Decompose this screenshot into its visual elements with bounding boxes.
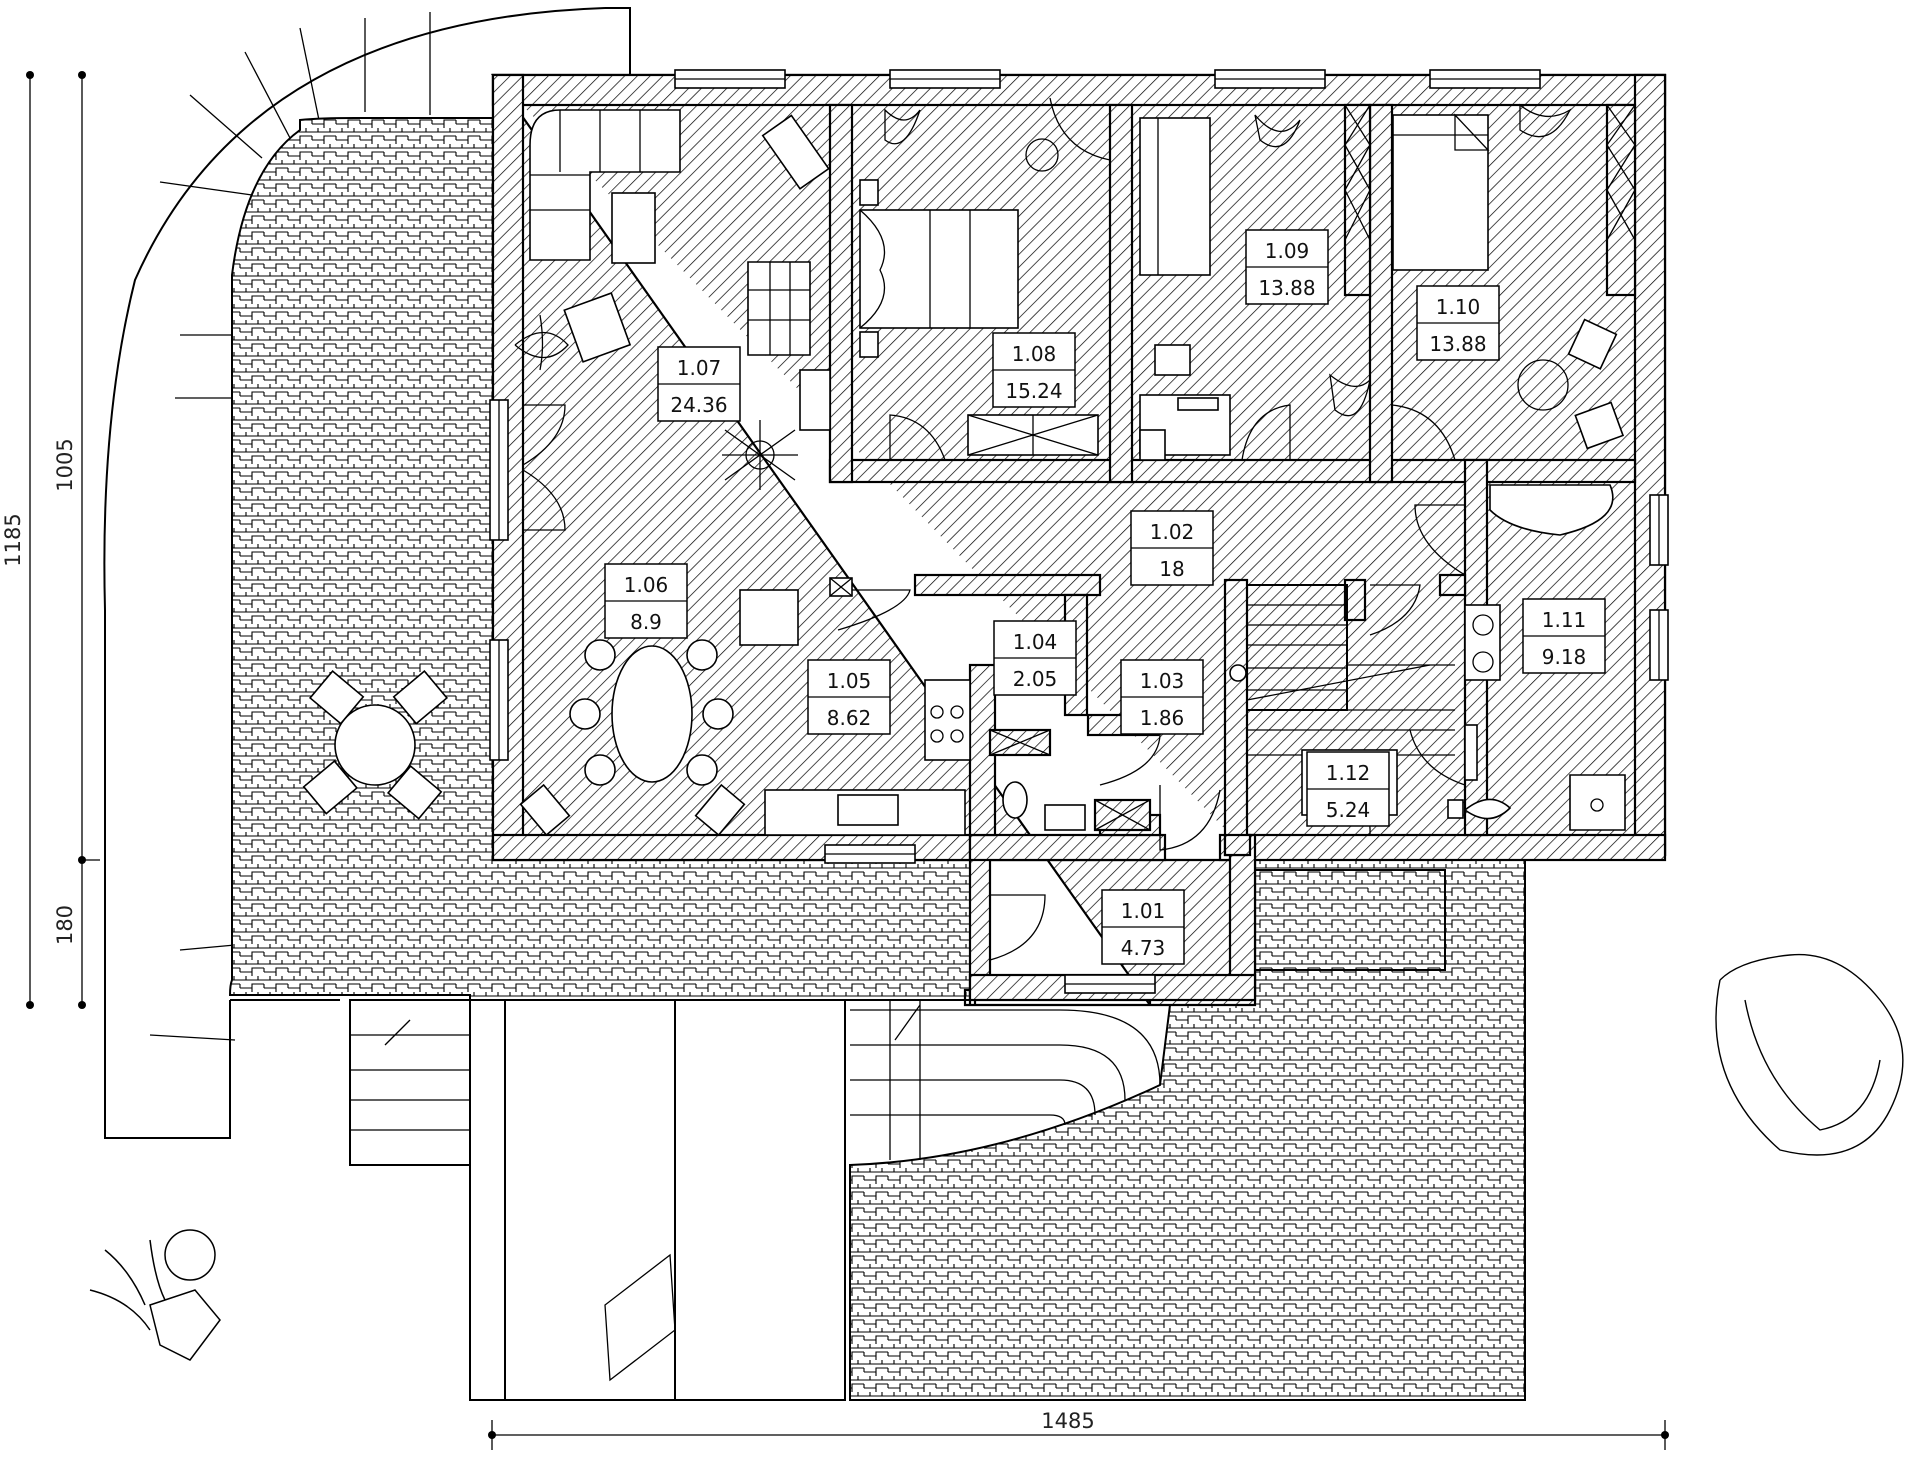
room-label-104: 1.04 2.05 <box>993 620 1077 696</box>
dim-total-width: 1485 <box>1041 1409 1094 1433</box>
room-id: 1.03 <box>1140 669 1185 693</box>
doors <box>522 404 1466 961</box>
room-label-105: 1.05 8.62 <box>807 659 891 735</box>
entrance-pavement <box>849 859 1526 1401</box>
room-id: 1.12 <box>1326 761 1371 785</box>
room-area: 8.9 <box>630 610 662 634</box>
room-label-106: 1.06 8.9 <box>604 563 688 639</box>
room-id: 1.07 <box>677 356 722 380</box>
room-id: 1.08 <box>1012 342 1057 366</box>
room-id: 1.01 <box>1121 899 1166 923</box>
dim-house-depth: 1005 <box>53 438 77 491</box>
lower-structures <box>349 999 1161 1401</box>
dining-furniture <box>519 577 971 837</box>
room-label-111: 1.11 9.18 <box>1522 598 1606 674</box>
curved-staircase <box>103 7 631 1139</box>
room-label-101: 1.01 4.73 <box>1101 889 1185 965</box>
bathroom-111-fixtures <box>1447 484 1626 831</box>
dimension-lines <box>26 71 1669 1450</box>
room-area: 13.88 <box>1258 276 1315 300</box>
room-area: 5.24 <box>1326 798 1371 822</box>
room-id: 1.06 <box>624 573 669 597</box>
room-area: 18 <box>1159 557 1184 581</box>
room-label-102: 1.02 18 <box>1130 510 1214 586</box>
room-area: 2.05 <box>1013 667 1058 691</box>
tree-bottom-left <box>89 1229 221 1361</box>
shrub-right <box>1715 953 1904 1156</box>
bedroom-110-furniture <box>1392 103 1637 450</box>
terrace-table <box>302 669 449 820</box>
room-id: 1.09 <box>1265 239 1310 263</box>
room-label-109: 1.09 13.88 <box>1245 229 1329 305</box>
room-label-103: 1.03 1.86 <box>1120 659 1204 735</box>
room-area: 13.88 <box>1429 332 1486 356</box>
room-id: 1.05 <box>827 669 872 693</box>
bedroom-109-furniture <box>1139 103 1372 461</box>
room-label-112: 1.12 5.24 <box>1306 751 1390 827</box>
bedroom-108-furniture <box>859 97 1111 456</box>
room-label-107: 1.07 24.36 <box>657 346 741 422</box>
room-id: 1.02 <box>1150 520 1195 544</box>
room-area: 24.36 <box>670 393 727 417</box>
room-id: 1.04 <box>1013 630 1058 654</box>
wc-fixtures <box>988 728 1152 832</box>
room-area: 1.86 <box>1140 706 1185 730</box>
living-room-furniture <box>514 109 831 490</box>
room-area: 4.73 <box>1121 936 1166 960</box>
dim-total-height: 1185 <box>1 513 25 566</box>
interior-walls <box>828 103 1637 857</box>
room-label-108: 1.08 15.24 <box>992 332 1076 408</box>
room-label-110: 1.10 13.88 <box>1416 285 1500 361</box>
dim-terrace-depth: 180 <box>53 905 77 945</box>
room-area: 9.18 <box>1542 645 1587 669</box>
room-area: 15.24 <box>1005 379 1062 403</box>
windows <box>489 69 1669 994</box>
room-id: 1.10 <box>1436 295 1481 319</box>
room-id: 1.11 <box>1542 608 1587 632</box>
room-area: 8.62 <box>827 706 872 730</box>
